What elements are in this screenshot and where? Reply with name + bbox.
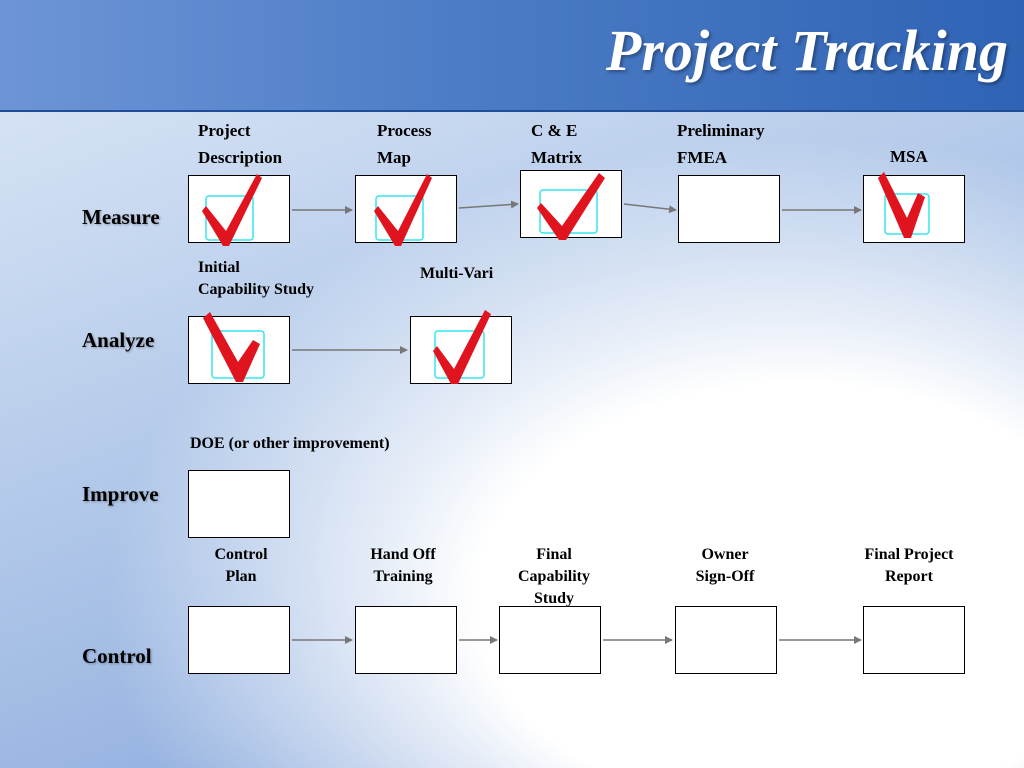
step-label-msa: MSA xyxy=(890,147,928,166)
step-box-final-capability-study xyxy=(499,606,601,674)
step-label-control-plan: Control Plan xyxy=(214,546,268,585)
step-label-final-capability-study: Final Capability Study xyxy=(517,546,590,607)
checkmark-icon xyxy=(374,174,432,246)
check-mark-icon xyxy=(433,310,491,384)
checkmark-icon xyxy=(878,172,925,238)
step-box-final-project-report xyxy=(863,606,965,674)
check-mark-icon xyxy=(537,173,605,240)
phase-label-analyze: Analyze xyxy=(82,328,155,352)
step-label-multi-vari: Multi-Vari xyxy=(420,265,494,282)
phase-label-measure: Measure xyxy=(82,205,160,229)
step-label-ce-matrix: C & E Matrix xyxy=(531,121,582,167)
checkmark-icon xyxy=(537,173,605,240)
step-label-project-description: Project Description xyxy=(198,121,283,167)
step-box-owner-sign-off xyxy=(675,606,777,674)
step-label-preliminary-fmea: Preliminary FMEA xyxy=(677,121,765,167)
step-label-initial-capability-study: Initial Capability Study xyxy=(198,259,315,298)
connector-arrow xyxy=(458,200,519,209)
title-bar: Project Tracking xyxy=(0,0,1024,112)
page-title: Project Tracking xyxy=(605,18,1008,83)
check-mark-icon xyxy=(374,174,432,246)
phase-label-control: Control xyxy=(82,644,152,668)
step-box-doe xyxy=(188,470,290,538)
step-label-owner-sign-off: Owner Sign-Off xyxy=(695,546,755,585)
checkmark-icon xyxy=(203,312,260,382)
step-box-control-plan xyxy=(188,606,290,674)
checkmark-icon xyxy=(433,310,491,384)
checkmark-icon xyxy=(202,174,262,246)
connector-arrow xyxy=(623,203,677,214)
step-label-final-project-report: Final Project Report xyxy=(864,546,954,585)
step-label-process-map: Process Map xyxy=(377,121,432,167)
step-label-doe: DOE (or other improvement) xyxy=(190,435,390,452)
check-mark-icon xyxy=(203,312,265,382)
check-mark-icon xyxy=(202,174,262,246)
check-mark-icon xyxy=(878,172,930,238)
step-box-hand-off-training xyxy=(355,606,457,674)
step-label-hand-off-training: Hand Off Training xyxy=(370,546,436,585)
phase-label-improve: Improve xyxy=(82,482,159,506)
step-box-preliminary-fmea xyxy=(678,175,780,243)
